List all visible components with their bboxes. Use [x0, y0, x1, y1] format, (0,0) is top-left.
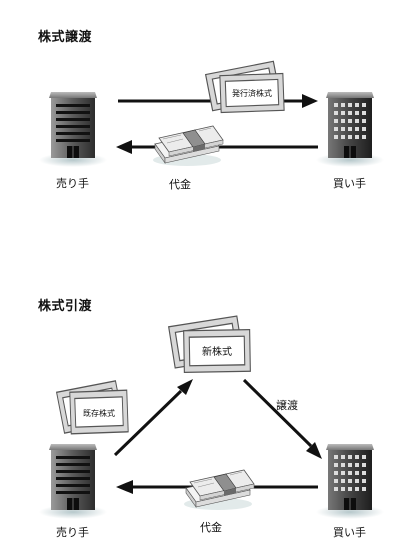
- payment-label: 代金: [200, 521, 222, 534]
- issue-arrow-head: [177, 379, 193, 395]
- buyer-building-icon: [316, 92, 384, 167]
- seller-building-icon: [39, 92, 107, 167]
- stock-arrow-head: [302, 94, 318, 108]
- section-title: 株式引渡: [38, 299, 93, 314]
- buyer-building-icon: [316, 444, 384, 519]
- transfer-label: 譲渡: [276, 399, 298, 412]
- new-shares-label: 新株式: [202, 345, 232, 358]
- issued-shares-certificate-icon: 発行済株式: [205, 60, 285, 114]
- payment-arrow-head: [116, 480, 133, 494]
- transfer-section-1: 発行済株式: [39, 60, 384, 167]
- cash-stack-icon: [183, 469, 255, 511]
- cash-stack-icon: [152, 125, 224, 167]
- transfer-arrow-head: [306, 442, 322, 459]
- existing-shares-certificate-icon: 既存株式: [55, 380, 129, 435]
- payment-arrow-head: [116, 140, 132, 154]
- issue-arrow-line: [113, 389, 183, 457]
- payment-label: 代金: [169, 178, 191, 191]
- seller-label: 売り手: [56, 526, 89, 539]
- issued-shares-label: 発行済株式: [232, 88, 272, 98]
- section-title: 株式譲渡: [38, 30, 93, 45]
- buyer-label: 買い手: [333, 526, 366, 539]
- new-shares-certificate-icon: 新株式: [168, 315, 252, 374]
- transfer-arrow-line: [242, 378, 313, 448]
- transfer-section-2: 新株式 既存株式: [39, 315, 384, 519]
- seller-label: 売り手: [56, 177, 89, 190]
- buyer-label: 買い手: [333, 177, 366, 190]
- existing-shares-label: 既存株式: [83, 408, 115, 418]
- seller-building-icon: [39, 444, 107, 519]
